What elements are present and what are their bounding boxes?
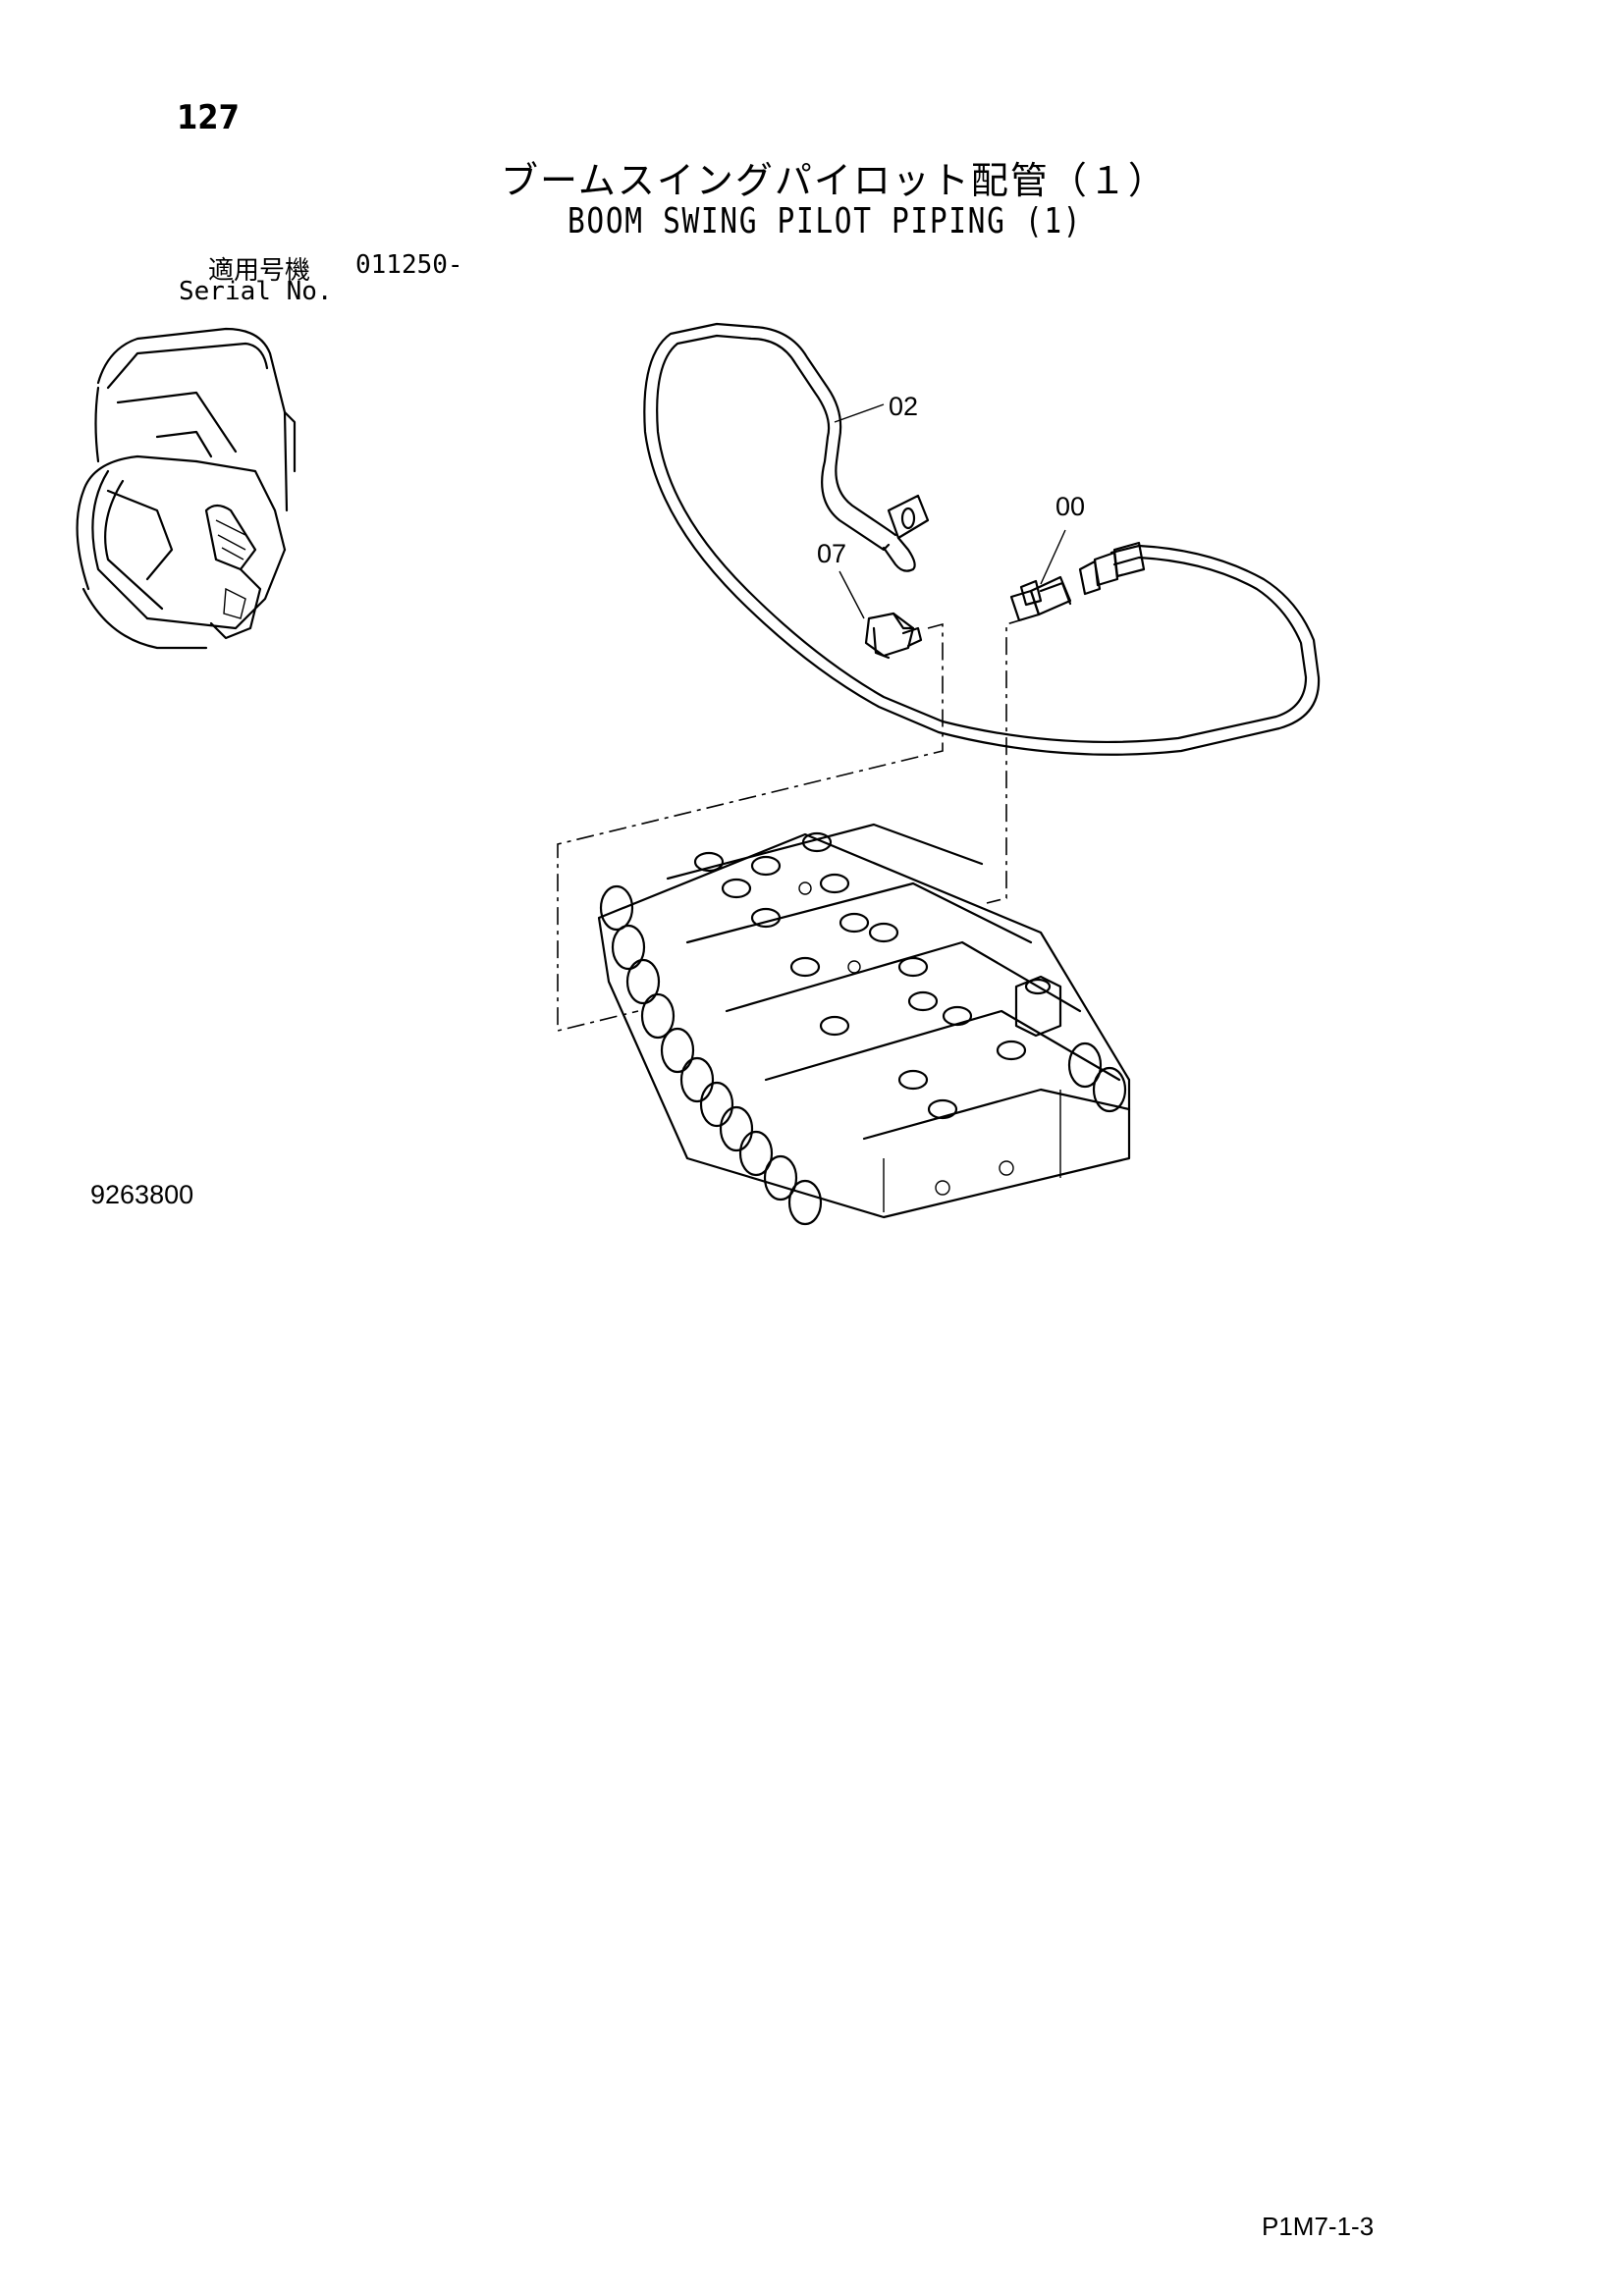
locator-cab-illustration <box>76 327 297 650</box>
hose-02 <box>643 322 1321 756</box>
callout-07: 07 <box>817 539 846 568</box>
valve-spools <box>599 884 1127 1226</box>
serial-label-japanese: 適用号機 <box>208 256 311 286</box>
elbow-07 <box>864 612 923 660</box>
page-code: P1M7-1-3 <box>1262 2212 1375 2241</box>
drawing-number: 9263800 <box>90 1180 194 1209</box>
leader-02 <box>834 403 885 423</box>
leader-07 <box>839 570 865 619</box>
leader-00 <box>1040 529 1066 585</box>
callout-00: 00 <box>1055 492 1085 521</box>
callout-02: 02 <box>889 392 918 421</box>
valve-ports <box>693 831 1027 1120</box>
serial-number-value: 011250- <box>355 250 463 280</box>
page-number: 127 <box>177 98 240 137</box>
title-japanese: ブームスイングパイロット配管（１） <box>501 159 1167 202</box>
assembly-line-right <box>986 617 1027 904</box>
assembly-line-left <box>557 622 944 1033</box>
adapter-00 <box>1009 541 1146 622</box>
valve-block-port <box>1014 975 1062 1038</box>
control-valve-bank <box>597 823 1131 1226</box>
title-english: BOOM SWING PILOT PIPING (1) <box>568 201 1083 241</box>
serial-label-english: Serial No. <box>179 277 333 306</box>
